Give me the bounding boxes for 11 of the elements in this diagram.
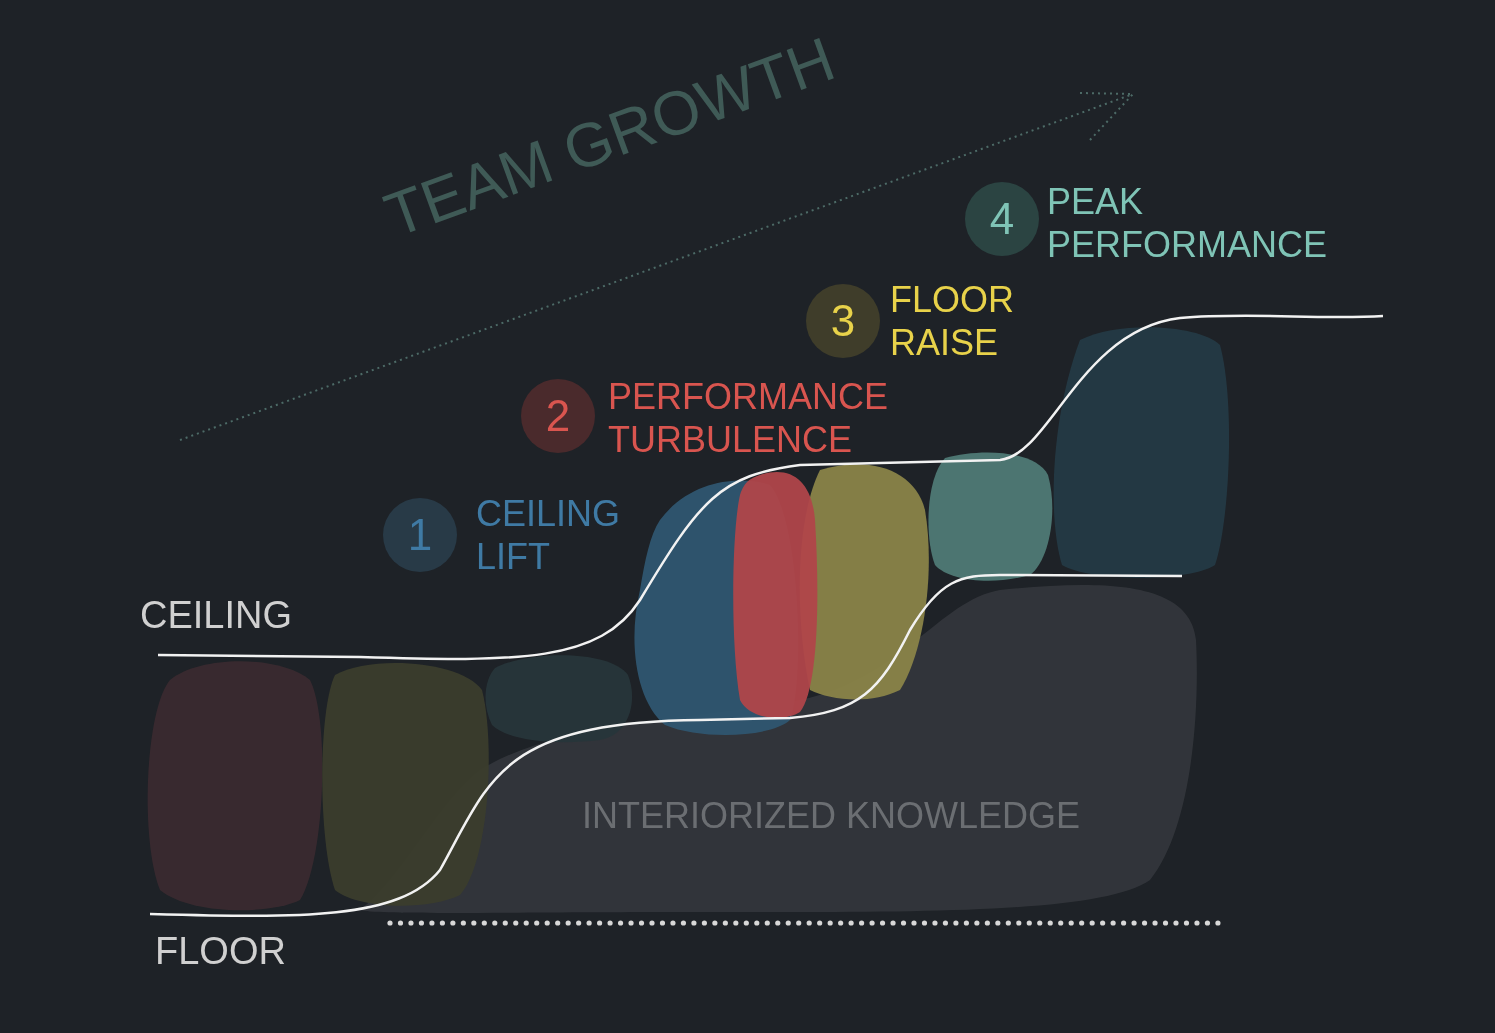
step-label: CEILING LIFT	[476, 492, 622, 578]
step-label: PERFORMANCE TURBULENCE	[608, 375, 890, 461]
axis-label: FLOOR	[155, 930, 286, 973]
step-label: FLOOR RAISE	[890, 278, 1015, 364]
axis-label: INTERIORIZED KNOWLEDGE	[582, 795, 1081, 837]
step-number: 4	[989, 197, 1015, 241]
step-number: 1	[407, 513, 433, 557]
step-number: 2	[545, 394, 571, 438]
step-number: 3	[830, 299, 856, 343]
step-label: PEAK PERFORMANCE	[1047, 180, 1329, 266]
axis-label: CEILING	[140, 594, 293, 637]
